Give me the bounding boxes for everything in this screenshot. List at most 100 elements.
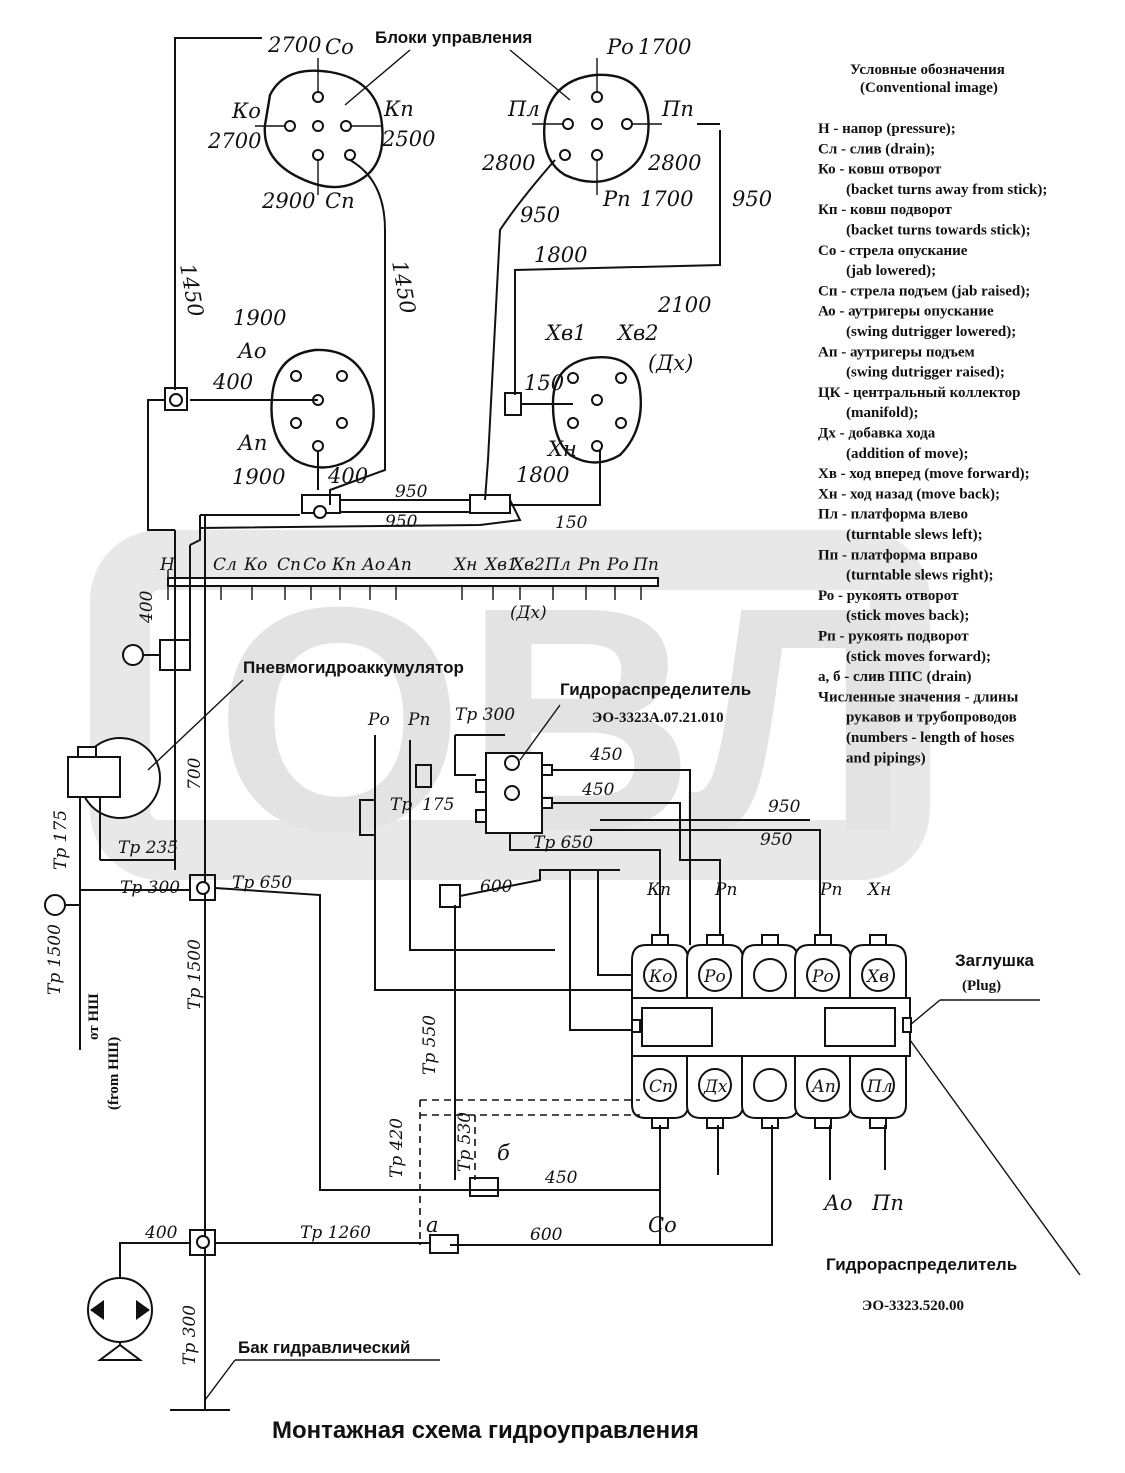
mid-n950b: 950 <box>760 830 793 850</box>
section-spool <box>806 1068 840 1102</box>
bottom-n400: 400 <box>144 1223 178 1243</box>
legend-lines: Н - напор (pressure);Сл - слив (drain);К… <box>818 121 1047 766</box>
mid-n600: 600 <box>480 877 513 897</box>
collector-label: Пп <box>632 555 659 575</box>
mid-pp: Рп <box>407 710 430 730</box>
b2-n2800b: 2800 <box>647 151 701 175</box>
distributor-2-code: ЭО-3323.520.00 <box>862 1298 964 1314</box>
b1-co: Со <box>325 35 354 59</box>
bottom-a: а <box>426 1213 439 1237</box>
legend-line: (backet turns away from stick); <box>846 182 1047 198</box>
accumulator <box>67 737 175 861</box>
section-label: Пл <box>866 1077 893 1097</box>
plug-ru: Заглушка <box>955 951 1034 970</box>
collector-label: Кп <box>331 555 356 575</box>
legend-line: рукавов и трубопроводов <box>846 710 1017 726</box>
legend-title-ru: Условные обозначения <box>850 62 1005 78</box>
mid-n950a: 950 <box>768 797 801 817</box>
mid-tp175: Тр 175 <box>51 810 71 870</box>
legend-line: (stick moves forward); <box>846 649 991 665</box>
collector-label: Пл <box>544 555 571 575</box>
collector-label: Ао <box>361 555 385 575</box>
mid-n450b: 450 <box>581 780 615 800</box>
section-spool <box>698 1068 732 1102</box>
b1-kp: Кп <box>383 97 414 121</box>
section-spool <box>806 958 840 992</box>
bottom-ao: Ао <box>822 1191 853 1215</box>
legend-line: Рп - рукоять подворот <box>818 629 969 645</box>
d2-top-xn: Хн <box>866 880 891 900</box>
bottom-co: Со <box>648 1213 677 1237</box>
b1-n2700a: 2700 <box>267 33 321 57</box>
legend: Условные обозначения (Conventional image… <box>818 62 1047 766</box>
d2-top-kp: Кп <box>646 880 671 900</box>
mid-tp650a: Тр 650 <box>533 833 593 853</box>
b1-n2900: 2900 <box>261 189 315 213</box>
len-950d: 950 <box>385 512 418 532</box>
plug-en: (Plug) <box>962 978 1001 994</box>
b2-n1700b: 1700 <box>640 187 693 211</box>
b2-po: Ро <box>606 35 634 59</box>
b3-n1900a: 1900 <box>233 306 286 330</box>
b4-n2100: 2100 <box>657 293 711 317</box>
mid-tp300b: Тр 300 <box>120 878 180 898</box>
section-label: Хв <box>865 967 889 987</box>
collector-label: Ро <box>606 555 629 575</box>
legend-line: Н - напор (pressure); <box>818 121 956 137</box>
bottom-tp530: Тр 530 <box>455 1112 475 1172</box>
accumulator-heading: Пневмогидроаккумулятор <box>243 658 464 677</box>
d2-top-rp: Рп <box>819 880 842 900</box>
legend-line: Со - стрела опускание <box>818 243 968 259</box>
control-block-2 <box>532 58 662 195</box>
b2-pp: Пп <box>661 97 694 121</box>
legend-title-en: (Conventional image) <box>860 80 998 96</box>
distributor-2-heading: Гидрораспределитель <box>826 1255 1017 1274</box>
watermark: ОВЛ <box>90 530 930 898</box>
b2-rp: Рп <box>602 187 631 211</box>
control-block-1 <box>255 58 384 195</box>
legend-line: (swing dutrigger raised); <box>846 365 1005 381</box>
section-port <box>651 934 669 946</box>
b4-xv1: Хв1 <box>544 321 587 345</box>
b3-n1900b: 1900 <box>232 465 285 489</box>
len-950b: 950 <box>732 187 772 211</box>
section-port <box>814 934 832 946</box>
distributor-1-code: ЭО-3323А.07.21.010 <box>592 710 724 726</box>
section-label: Сп <box>649 1077 673 1097</box>
b1-n2700b: 2700 <box>207 129 261 153</box>
section-port <box>814 1117 832 1129</box>
collector-label: Ап <box>387 555 412 575</box>
legend-line: Хн - ход назад (move back); <box>818 486 1000 502</box>
collector-label: Сл <box>213 555 237 575</box>
legend-line: Кп - ковш подворот <box>818 202 953 218</box>
section-spool <box>753 958 787 992</box>
len-1800: 1800 <box>534 243 587 267</box>
distributor-1 <box>475 752 553 834</box>
central-collector <box>167 570 659 587</box>
b3-n400a: 400 <box>212 370 253 394</box>
legend-line: (stick moves back); <box>846 608 969 624</box>
section-port <box>706 934 724 946</box>
b4-xv2: Хв2 <box>616 321 659 345</box>
legend-line: Пл - платформа влево <box>818 507 968 523</box>
collector-label: Хн <box>452 555 477 575</box>
legend-line: and pipings) <box>846 750 926 766</box>
from-pump-en: (from НШ) <box>106 1037 122 1110</box>
collector-label: Хв2 <box>510 555 545 575</box>
bottom-n450: 450 <box>544 1168 578 1188</box>
legend-line: Ао - аутригеры опускание <box>818 304 994 320</box>
legend-line: (turntable slews left); <box>846 527 983 543</box>
b4-xn: Хн <box>546 437 577 461</box>
legend-line: а, б - слив ППС (drain) <box>818 669 971 685</box>
b4-n150: 150 <box>524 371 564 395</box>
section-spool <box>643 1068 677 1102</box>
from-pump-ru: от НШ <box>86 993 102 1040</box>
legend-line: (addition of move); <box>846 446 969 462</box>
legend-line: (numbers - length of hoses <box>846 730 1015 746</box>
mid-tp1500b: Тр 1500 <box>185 939 205 1010</box>
control-block-4 <box>551 356 642 464</box>
